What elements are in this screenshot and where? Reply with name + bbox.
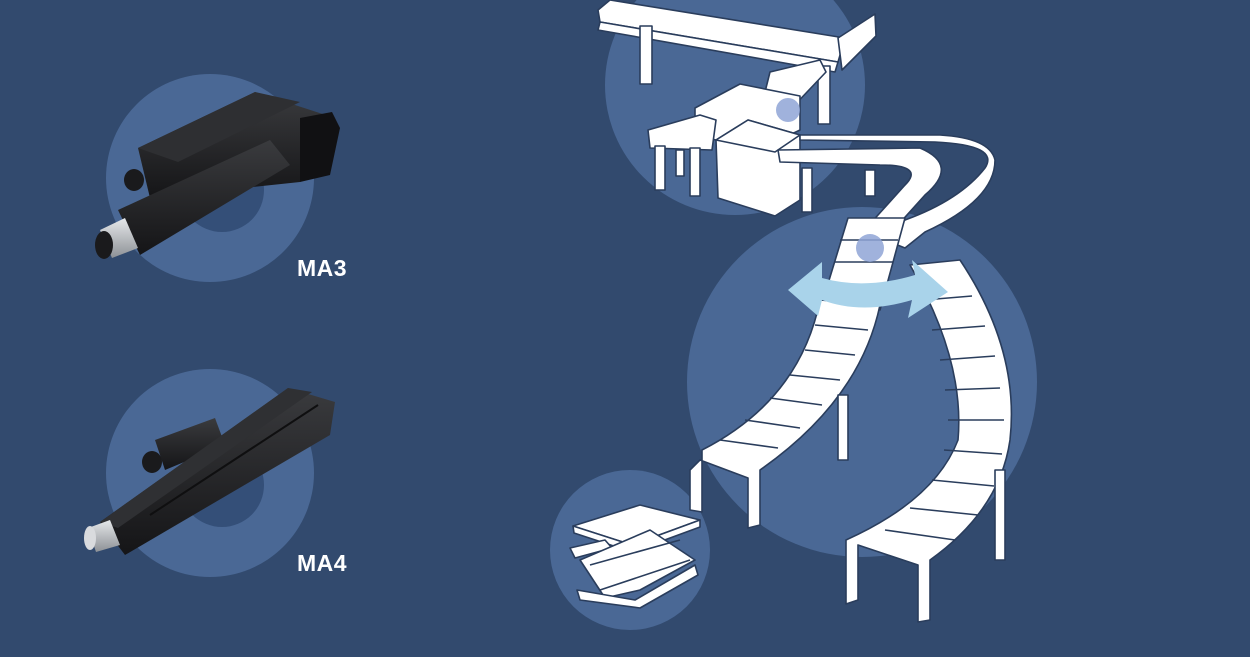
actuator-tube-top: [100, 388, 312, 528]
linear-actuator-icon: [95, 92, 340, 259]
actuator-rod: [88, 520, 120, 552]
actuator-motor-top: [138, 92, 300, 162]
product-label-ma4: MA4: [297, 550, 348, 576]
actuator-tube-groove: [149, 404, 319, 516]
actuator-rod-end: [84, 526, 96, 550]
scissor-lift-icon: [569, 504, 701, 609]
product-label-ma3: MA3: [297, 255, 348, 281]
actuator-rod-end: [95, 231, 113, 259]
actuator-connector: [124, 169, 144, 191]
actuator-outer-tube: [118, 140, 290, 255]
conveyor-system-illustration: [550, 0, 1037, 630]
actuator-position-marker-icon: [776, 98, 800, 122]
ma4-product[interactable]: [84, 369, 335, 577]
actuator-position-marker-icon: [856, 234, 884, 262]
transfer-station: [647, 83, 801, 217]
ma3-product[interactable]: [95, 74, 340, 282]
actuator-motor-housing: [155, 418, 225, 470]
actuator-connector: [142, 451, 162, 473]
actuator-end-cap: [300, 112, 340, 182]
swap-arrow-icon: [788, 260, 948, 318]
actuator-motor-housing: [138, 92, 335, 198]
linear-actuator-icon: [84, 388, 335, 555]
